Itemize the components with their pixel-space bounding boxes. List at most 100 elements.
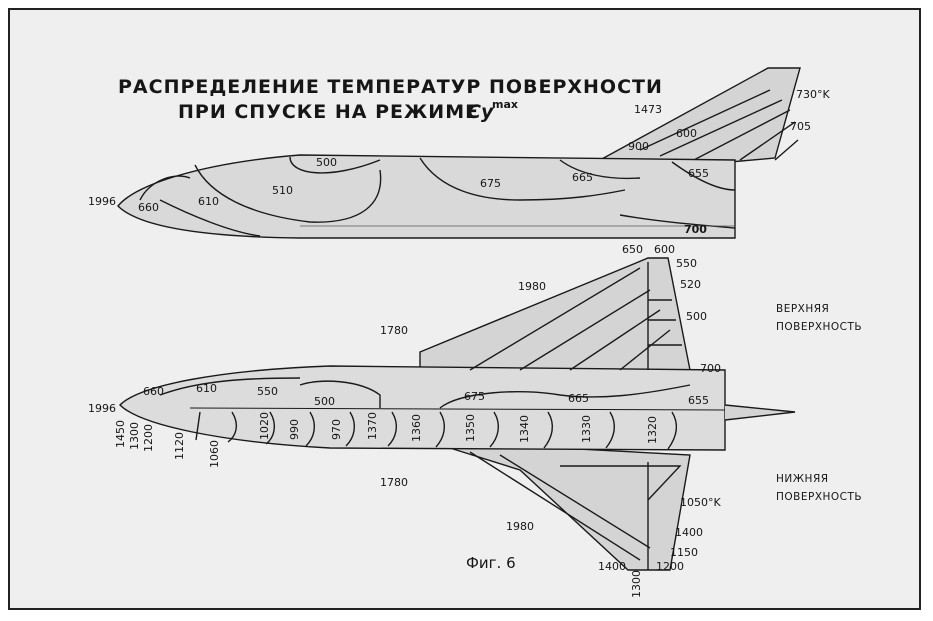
below-tail-label: 650	[622, 243, 643, 256]
lower-label: 990	[288, 419, 301, 440]
upper-label: 655	[688, 394, 709, 407]
lower-station-line	[305, 411, 316, 447]
lower-label: 1370	[366, 412, 379, 440]
fin-contour	[659, 99, 783, 157]
upper-wing-contour	[619, 329, 671, 371]
lower-label: 1350	[464, 414, 477, 442]
upper-surface-label-1: ВЕРХНЯЯ	[776, 303, 829, 315]
upper-label: 610	[196, 382, 217, 395]
lower-wing-label: 1400	[598, 560, 626, 573]
lower-label: 1120	[173, 432, 186, 460]
below-tail-label: 600	[654, 243, 675, 256]
lower-label: 1450	[114, 420, 127, 448]
title-line-1: РАСПРЕДЕЛЕНИЕ ТЕМПЕРАТУР ПОВЕРХНОСТИ	[118, 76, 663, 98]
plan-view-labels: 1996 660 610 550 500 675 665 655 1980 17…	[88, 257, 862, 598]
upper-wing-label: 520	[680, 278, 701, 291]
side-contour	[139, 175, 191, 201]
lower-station-line	[543, 411, 554, 449]
fin-contour	[639, 89, 771, 151]
lower-station-line	[265, 411, 276, 445]
upper-wing-label: 1780	[380, 324, 408, 337]
side-label: 510	[272, 184, 293, 197]
lower-label: 1300	[128, 422, 141, 450]
lower-station-line	[667, 411, 678, 450]
upper-label: 550	[257, 385, 278, 398]
figure-caption: Фиг. 6	[466, 554, 516, 572]
lower-station-line	[345, 411, 356, 447]
lower-label: 970	[330, 419, 343, 440]
lower-label: 1330	[580, 415, 593, 443]
lower-surface-label-2: ПОВЕРХНОСТЬ	[776, 491, 862, 503]
upper-wing-contour	[519, 289, 651, 371]
lower-label: 1320	[646, 416, 659, 444]
title-symbol-sup: max	[492, 98, 518, 111]
upper-label: 660	[143, 385, 164, 398]
fin-contour	[739, 121, 796, 161]
lower-label: 1360	[410, 414, 423, 442]
fin-label: 900	[628, 140, 649, 153]
lower-wing-label: 1150	[670, 546, 698, 559]
fin-label: 600	[676, 127, 697, 140]
side-nose-label: 1996	[88, 195, 116, 208]
lower-wing-label: 1780	[380, 476, 408, 489]
side-contour	[619, 214, 736, 229]
side-contour	[194, 164, 382, 223]
plan-view	[119, 257, 796, 571]
side-label: 660	[138, 201, 159, 214]
side-label: 700	[684, 223, 707, 236]
fin-label: 705	[790, 120, 811, 133]
side-view	[117, 67, 801, 239]
lower-label: 1340	[518, 415, 531, 443]
lower-surface-label-1: НИЖНЯЯ	[776, 473, 829, 485]
upper-wing-label: 550	[676, 257, 697, 270]
plan-nose-label: 1996	[88, 402, 116, 415]
fin-contour	[774, 139, 799, 161]
upper-label: 665	[568, 392, 589, 405]
centerline	[189, 407, 726, 411]
side-label: 675	[480, 177, 501, 190]
side-contour	[159, 199, 261, 237]
lower-label: 1020	[258, 412, 271, 440]
lower-station-line	[195, 411, 201, 441]
upper-body-contour	[439, 384, 691, 409]
lower-station-line	[227, 411, 238, 443]
lower-unit-label: 1050°K	[680, 496, 721, 509]
upper-wing-contour	[469, 267, 641, 371]
lower-wing-label: 1300	[630, 570, 643, 598]
upper-body-contour	[299, 380, 381, 408]
lower-station-line	[489, 411, 500, 448]
side-label: 655	[688, 167, 709, 180]
tail-spike	[724, 404, 796, 421]
upper-wing-label: 1980	[518, 280, 546, 293]
lower-station-line	[605, 411, 616, 449]
lower-wing-contour	[469, 451, 641, 561]
upper-body-contour	[159, 377, 301, 396]
lower-wing-contour	[560, 465, 682, 501]
upper-wing	[419, 257, 691, 371]
side-contour	[289, 156, 381, 174]
lower-wing-contour	[499, 454, 651, 549]
lower-label: 1060	[208, 440, 221, 468]
upper-surface-label-2: ПОВЕРХНОСТЬ	[776, 321, 862, 333]
fin-top-label: 730°K	[796, 88, 830, 101]
upper-wing-label: 500	[686, 310, 707, 323]
lower-wing-label: 1980	[506, 520, 534, 533]
title-symbol: Cy	[467, 101, 495, 123]
fin-contour	[689, 109, 791, 163]
side-label: 500	[316, 156, 337, 169]
fin-label: 1473	[634, 103, 662, 116]
side-contour	[671, 161, 736, 191]
upper-label: 675	[464, 390, 485, 403]
lower-wing-label: 1200	[656, 560, 684, 573]
upper-label: 500	[314, 395, 335, 408]
upper-wing-contour	[569, 309, 661, 371]
side-label: 610	[198, 195, 219, 208]
side-label: 665	[572, 171, 593, 184]
side-view-labels: 1996 660 610 510 500 675 665 655 700 900…	[88, 88, 830, 256]
upper-wing-label: 700	[700, 362, 721, 375]
lower-wing-label: 1400	[675, 526, 703, 539]
lower-station-line	[435, 411, 446, 448]
lower-station-line	[387, 411, 398, 447]
